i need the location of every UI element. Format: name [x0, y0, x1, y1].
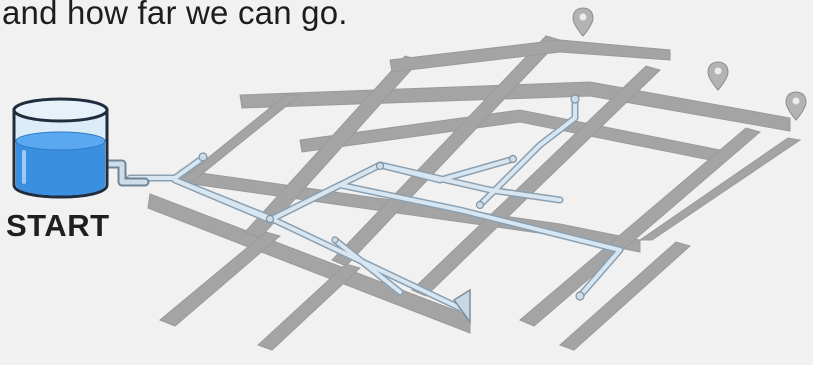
pipe-joint — [199, 153, 207, 161]
road-network — [148, 36, 800, 350]
location-pin-icon — [573, 8, 593, 36]
start-label: START — [6, 208, 110, 244]
pipe-joint — [576, 292, 584, 300]
pipe-joint — [477, 202, 484, 209]
location-pin-icon — [786, 92, 806, 120]
pipe-joint — [510, 156, 517, 163]
location-pin-icon — [708, 62, 728, 90]
road-north-east — [240, 82, 790, 131]
road-west — [178, 95, 300, 182]
water-tank — [14, 99, 145, 197]
road-south-2 — [258, 264, 360, 350]
pipe-joint — [377, 163, 384, 170]
pipe-joint — [571, 95, 579, 103]
pipe-joint — [332, 237, 338, 243]
road-south-1 — [160, 232, 280, 326]
pipe-joint — [267, 216, 274, 223]
